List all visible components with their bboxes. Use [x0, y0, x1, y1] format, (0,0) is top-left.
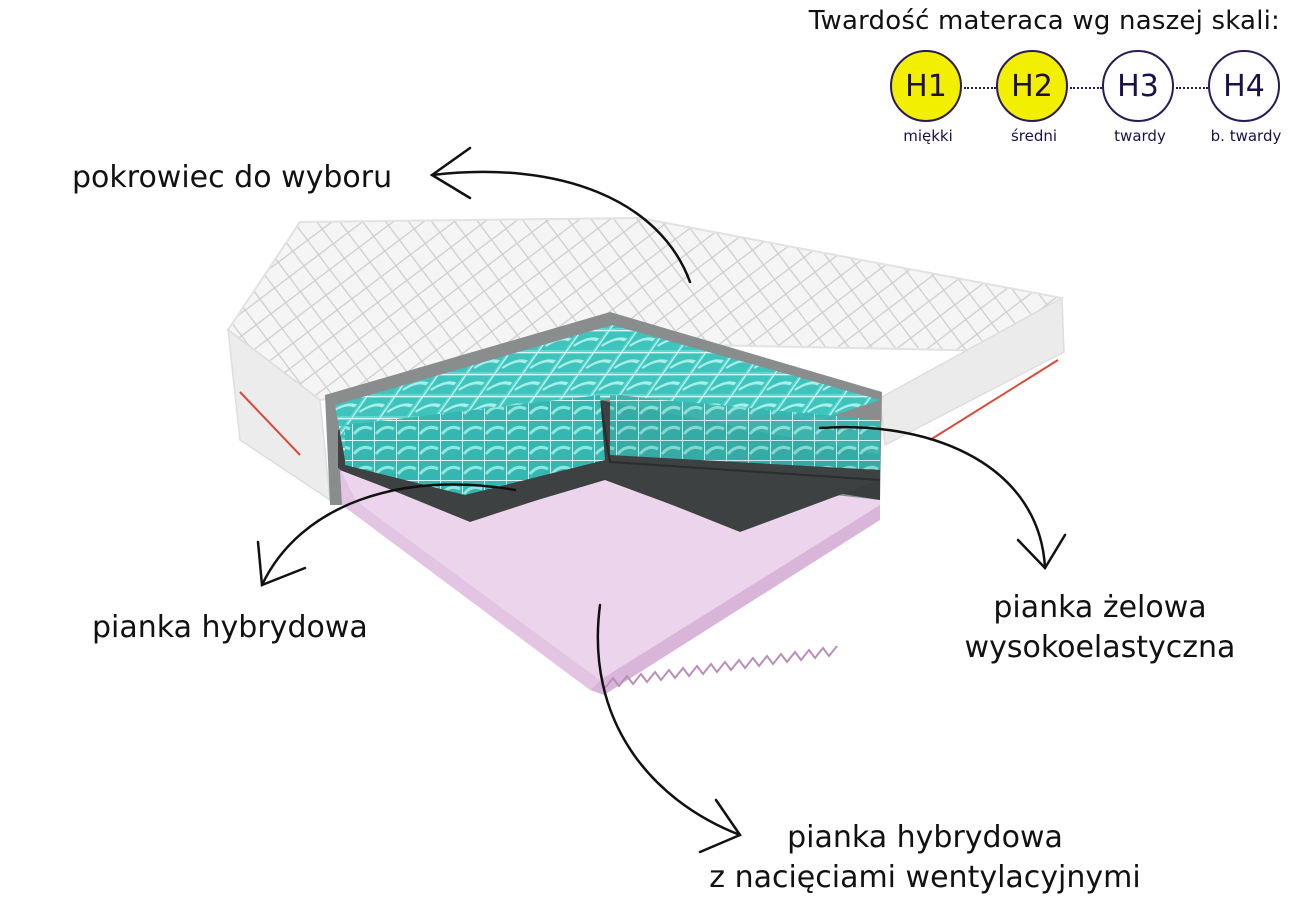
firmness-scale: H1 miękki H2 średni H3 twardy H4 b. twar…	[888, 50, 1281, 150]
arrow-gel	[818, 425, 1047, 570]
label-hybrid-foam-vented-line2: z nacięciami wentylacyjnymi	[709, 860, 1141, 895]
pink-foam-front-edge	[590, 505, 880, 695]
scale-connector	[964, 87, 996, 89]
arrow-hybrid-top	[260, 483, 517, 587]
scale-connector	[1070, 87, 1102, 89]
dark-foam-inner-corner	[599, 399, 881, 481]
firmness-label: b. twardy	[1210, 127, 1282, 145]
gel-foam-left-face	[345, 395, 605, 495]
cover-stitching-left	[239, 391, 301, 456]
arrow-cover	[430, 170, 692, 284]
arrow-cover-head	[429, 146, 472, 200]
pink-foam-left-edge	[340, 470, 600, 690]
label-gel-foam: pianka żelowa wysokoelastyczna	[935, 588, 1265, 668]
pink-foam-ridges	[604, 645, 838, 689]
firmness-label: twardy	[1114, 127, 1166, 145]
firmness-badge: H1	[890, 50, 962, 122]
cover-stitching-right	[929, 359, 1059, 441]
firmness-level-h3: H3 twardy	[1102, 50, 1178, 146]
firmness-label: średni	[1010, 127, 1058, 145]
firmness-badge: H3	[1102, 50, 1174, 122]
firmness-level-h2: H2 średni	[996, 50, 1072, 146]
firmness-badge: H4	[1208, 50, 1280, 122]
label-hybrid-foam: pianka hybrydowa	[92, 610, 368, 645]
scale-connector	[1176, 87, 1208, 89]
firmness-badge: H2	[996, 50, 1068, 122]
arrow-hybrid-top-head	[256, 540, 307, 587]
firmness-level-h4: H4 b. twardy	[1208, 50, 1284, 146]
arrow-hybrid-bottom	[596, 603, 742, 837]
firmness-label: miękki	[903, 127, 953, 145]
label-cover: pokrowiec do wyboru	[72, 160, 393, 195]
label-gel-foam-line2: wysokoelastyczna	[964, 630, 1236, 665]
arrow-gel-head	[1016, 533, 1067, 571]
label-hybrid-foam-vented-line1: pianka hybrydowa	[787, 820, 1063, 855]
arrows	[256, 146, 1067, 854]
label-hybrid-foam-vented: pianka hybrydowa z nacięciami wentylacyj…	[655, 818, 1195, 898]
arrow-hybrid-bottom-head	[698, 798, 742, 854]
firmness-scale-title: Twardość materaca wg naszej skali:	[808, 6, 1280, 36]
label-gel-foam-line1: pianka żelowa	[993, 590, 1207, 625]
gel-foam-right-face	[610, 395, 880, 470]
firmness-level-h1: H1 miękki	[890, 50, 966, 146]
